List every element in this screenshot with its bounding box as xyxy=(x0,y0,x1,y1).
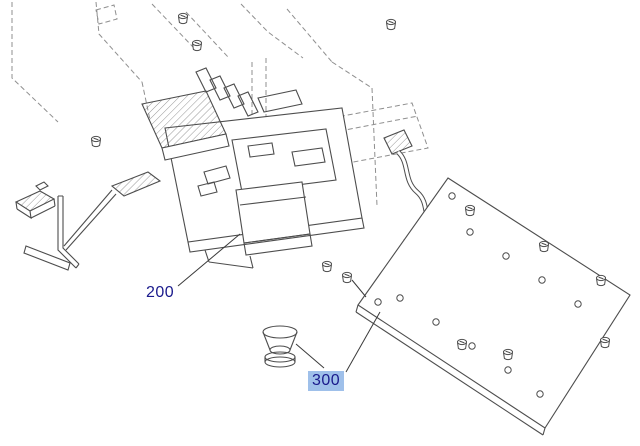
left-bracket-parts xyxy=(14,171,162,271)
ghost-frame-lines xyxy=(11,1,429,207)
callout-200[interactable]: 200 xyxy=(146,284,175,301)
grommet-part xyxy=(262,325,298,368)
rear-panel-plate xyxy=(355,177,631,436)
main-board-assembly xyxy=(141,67,365,269)
leader-lines xyxy=(177,233,381,373)
callout-300[interactable]: 300 xyxy=(308,371,345,391)
